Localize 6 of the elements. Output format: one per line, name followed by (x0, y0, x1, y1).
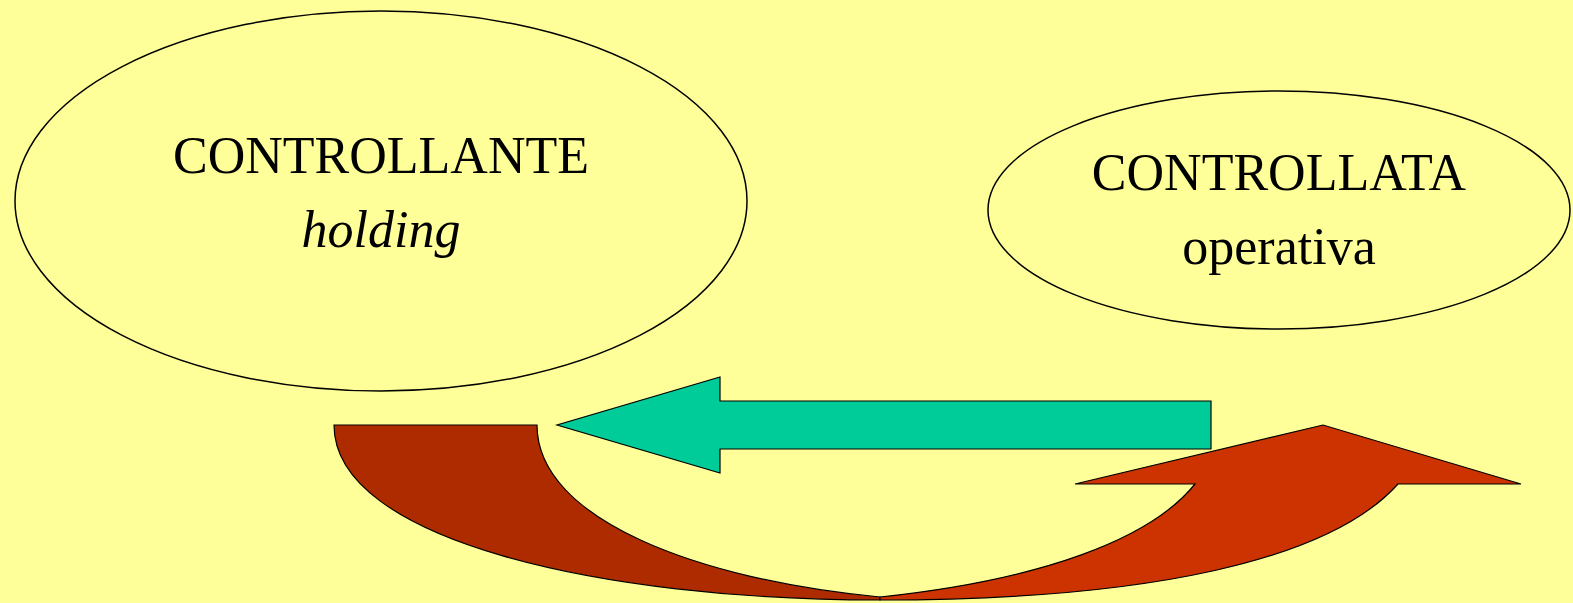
node-subtitle: operativa (1182, 217, 1376, 277)
block-arrow (554, 376, 1212, 474)
node-subtitle: holding (301, 200, 461, 260)
node-title: CONTROLLANTE (173, 126, 589, 186)
node-title: CONTROLLATA (1091, 143, 1467, 203)
block-arrow (333, 424, 1522, 601)
